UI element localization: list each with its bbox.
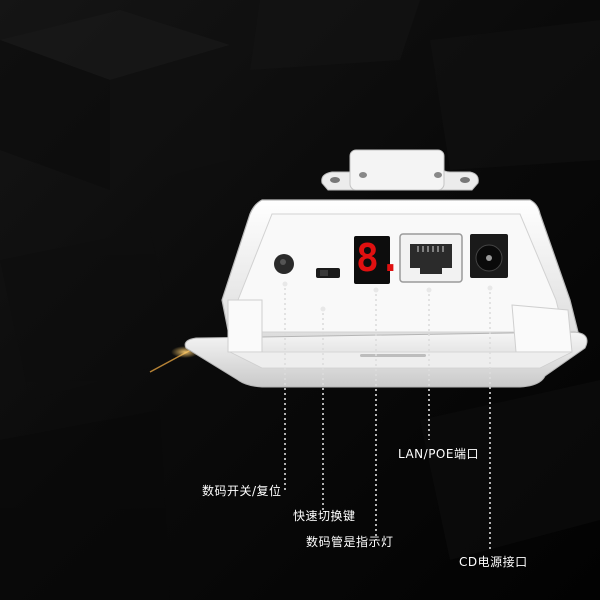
fast-switch-icon	[316, 268, 340, 278]
lan-port-icon	[399, 233, 463, 283]
dc-power-jack-icon	[470, 234, 508, 278]
leader-lines	[284, 288, 491, 552]
mounting-bracket	[321, 149, 479, 191]
connector-dots	[282, 281, 493, 312]
digital-tube-display	[354, 236, 390, 284]
label-fast-switch-key: 快速切换键	[293, 509, 356, 523]
label-lan-poe-port: LAN/POE端口	[398, 447, 479, 461]
label-dc-power-port: CD电源接口	[459, 555, 528, 569]
label-digital-tube-indicator: 数码管是指示灯	[306, 535, 394, 549]
label-digital-switch-reset: 数码开关/复位	[202, 484, 282, 498]
display-digit: 8.	[356, 236, 402, 280]
reset-button-icon	[274, 254, 294, 274]
